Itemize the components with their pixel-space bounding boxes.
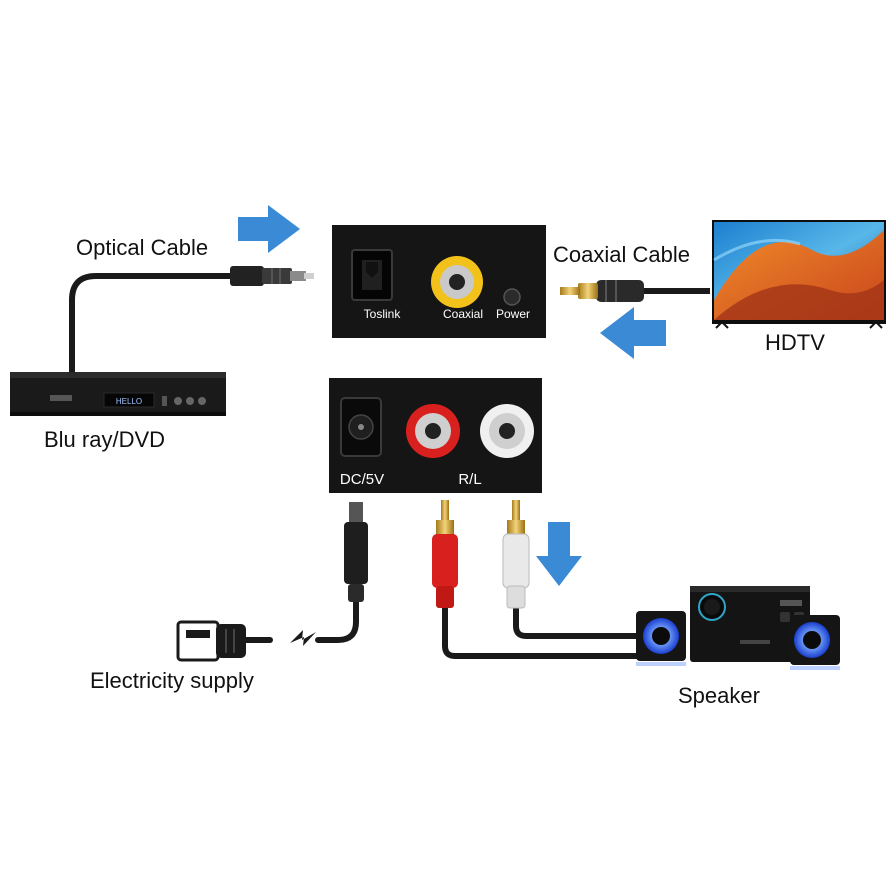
rca-plug-red — [432, 500, 458, 608]
coaxial-port-icon — [431, 256, 483, 308]
bluray-player: HELLO — [10, 372, 226, 416]
converter-top-panel: Toslink Coaxial Power — [332, 225, 546, 338]
rca-cables — [442, 603, 639, 659]
bluray-label: Blu ray/DVD — [44, 427, 165, 452]
converter-bottom-panel: DC/5V R/L — [329, 378, 542, 493]
rca-jack-red-icon — [406, 404, 460, 458]
coaxial-cable-label: Coaxial Cable — [553, 242, 690, 267]
toslink-port-icon — [351, 249, 393, 301]
arrow-left-icon — [600, 307, 666, 359]
power-led-icon — [503, 288, 521, 306]
optical-cable — [69, 273, 239, 375]
dc-jack-icon — [340, 397, 382, 457]
rl-label: R/L — [458, 471, 481, 488]
power-label: Power — [496, 307, 530, 321]
electricity-break-icon — [290, 630, 316, 646]
rca-plug-white — [502, 500, 530, 609]
dc-label: DC/5V — [340, 471, 384, 488]
optical-cable-label: Optical Cable — [76, 235, 208, 260]
usb-plug — [176, 620, 246, 662]
electricity-label: Electricity supply — [90, 668, 254, 693]
coaxial-cable — [560, 280, 710, 302]
arrow-down-icon — [536, 522, 582, 586]
hdtv-label: HDTV — [765, 330, 825, 355]
coaxial-port-label: Coaxial — [443, 307, 483, 321]
optical-plug — [230, 266, 314, 286]
dc-plug — [344, 502, 368, 602]
power-cable — [241, 597, 359, 643]
player-display: HELLO — [116, 397, 142, 406]
rca-jack-white-icon — [480, 404, 534, 458]
speaker-label: Speaker — [678, 683, 760, 708]
toslink-label: Toslink — [364, 307, 402, 321]
speaker-system — [636, 586, 840, 670]
hdtv — [712, 220, 886, 329]
arrow-right-icon — [238, 205, 300, 253]
